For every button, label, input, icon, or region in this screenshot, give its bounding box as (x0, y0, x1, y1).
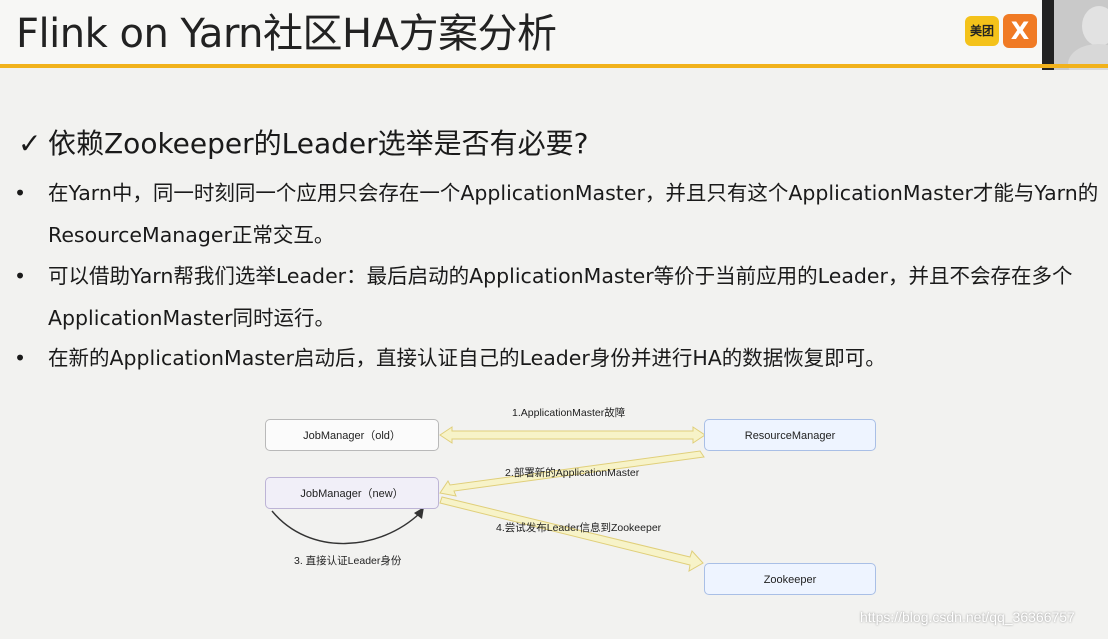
dianping-logo: X (1003, 14, 1037, 48)
slide-title: Flink on Yarn社区HA方案分析 (16, 11, 557, 57)
diagram-arrows (271, 426, 706, 572)
bullet-text: 可以借助Yarn帮我们选举Leader：最后启动的ApplicationMast… (48, 264, 1073, 330)
arrow-label-4: 4.尝试发布Leader信息到Zookeeper (496, 522, 662, 534)
bullet-marker: • (14, 264, 27, 288)
check-icon: ✓ (18, 127, 42, 160)
bullet-marker: • (14, 346, 27, 370)
resourcemanager-box: ResourceManager (704, 419, 876, 451)
arrow-self-auth-head (414, 507, 424, 519)
arrow-label-1: 1.ApplicationMaster故障 (512, 407, 626, 419)
csdn-watermark: https://blog.csdn.net/qq_36366757 (860, 609, 1075, 625)
bullet-marker: • (14, 181, 27, 205)
arrow-label-3: 3. 直接认证Leader身份 (294, 555, 402, 567)
arrow-publish-zookeeper (439, 496, 704, 572)
meituan-logo: 美团 (965, 16, 999, 46)
slide-header: Flink on Yarn社区HA方案分析 美团 X (0, 0, 1108, 70)
subtitle-text: 依赖Zookeeper的Leader选举是否有必要? (48, 127, 589, 160)
arrow-am-failure (439, 426, 706, 444)
bullet-text: 在新的ApplicationMaster启动后，直接认证自己的Leader身份并… (48, 346, 886, 370)
arrow-deploy-new-am (439, 450, 705, 497)
webcam-overlay (1042, 0, 1108, 70)
jobmanager-new-box: JobManager（new） (265, 477, 439, 509)
presenter-head (1082, 6, 1108, 46)
header-accent-bar (0, 64, 1108, 68)
jobmanager-old-box: JobManager（old） (265, 419, 439, 451)
bullet-text: 在Yarn中，同一时刻同一个应用只会存在一个ApplicationMaster，… (48, 181, 1099, 247)
zookeeper-box: Zookeeper (704, 563, 876, 595)
arrow-label-2: 2.部署新的ApplicationMaster (505, 467, 640, 479)
slide-subtitle: ✓依赖Zookeeper的Leader选举是否有必要? (18, 124, 589, 164)
arrow-self-auth (271, 510, 421, 545)
